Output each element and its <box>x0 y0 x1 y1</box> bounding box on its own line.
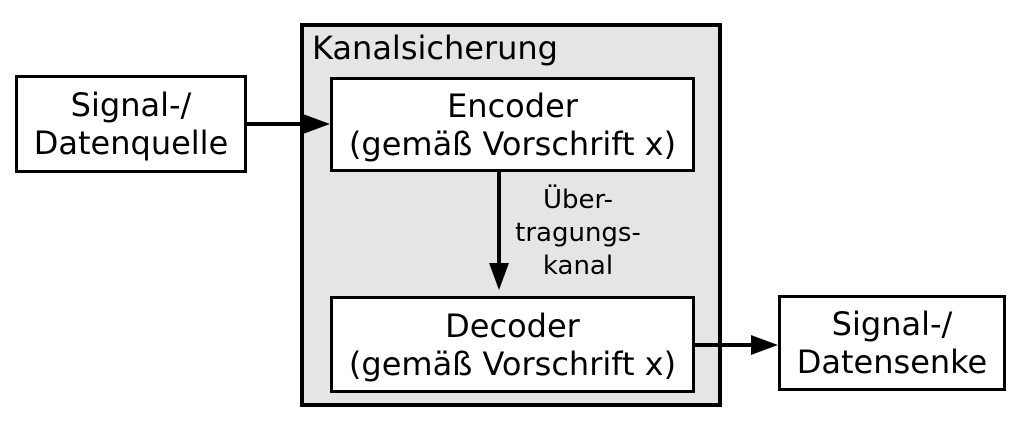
kanalsicherung-title: Kanalsicherung <box>312 29 558 67</box>
sink-box: Signal-/ Datensenke <box>778 295 1006 391</box>
decoder-box-label: Decoder (gemäß Vorschrift x) <box>348 306 677 383</box>
encoder-box-label: Encoder (gemäß Vorschrift x) <box>348 86 677 163</box>
sink-box-label: Signal-/ Datensenke <box>796 305 988 381</box>
decoder-box: Decoder (gemäß Vorschrift x) <box>330 296 695 393</box>
transmission-channel-label: Über- tragungs- kanal <box>515 185 641 281</box>
encoder-box: Encoder (gemäß Vorschrift x) <box>330 77 695 172</box>
source-box: Signal-/ Datenquelle <box>15 75 247 173</box>
source-box-label: Signal-/ Datenquelle <box>33 86 229 162</box>
